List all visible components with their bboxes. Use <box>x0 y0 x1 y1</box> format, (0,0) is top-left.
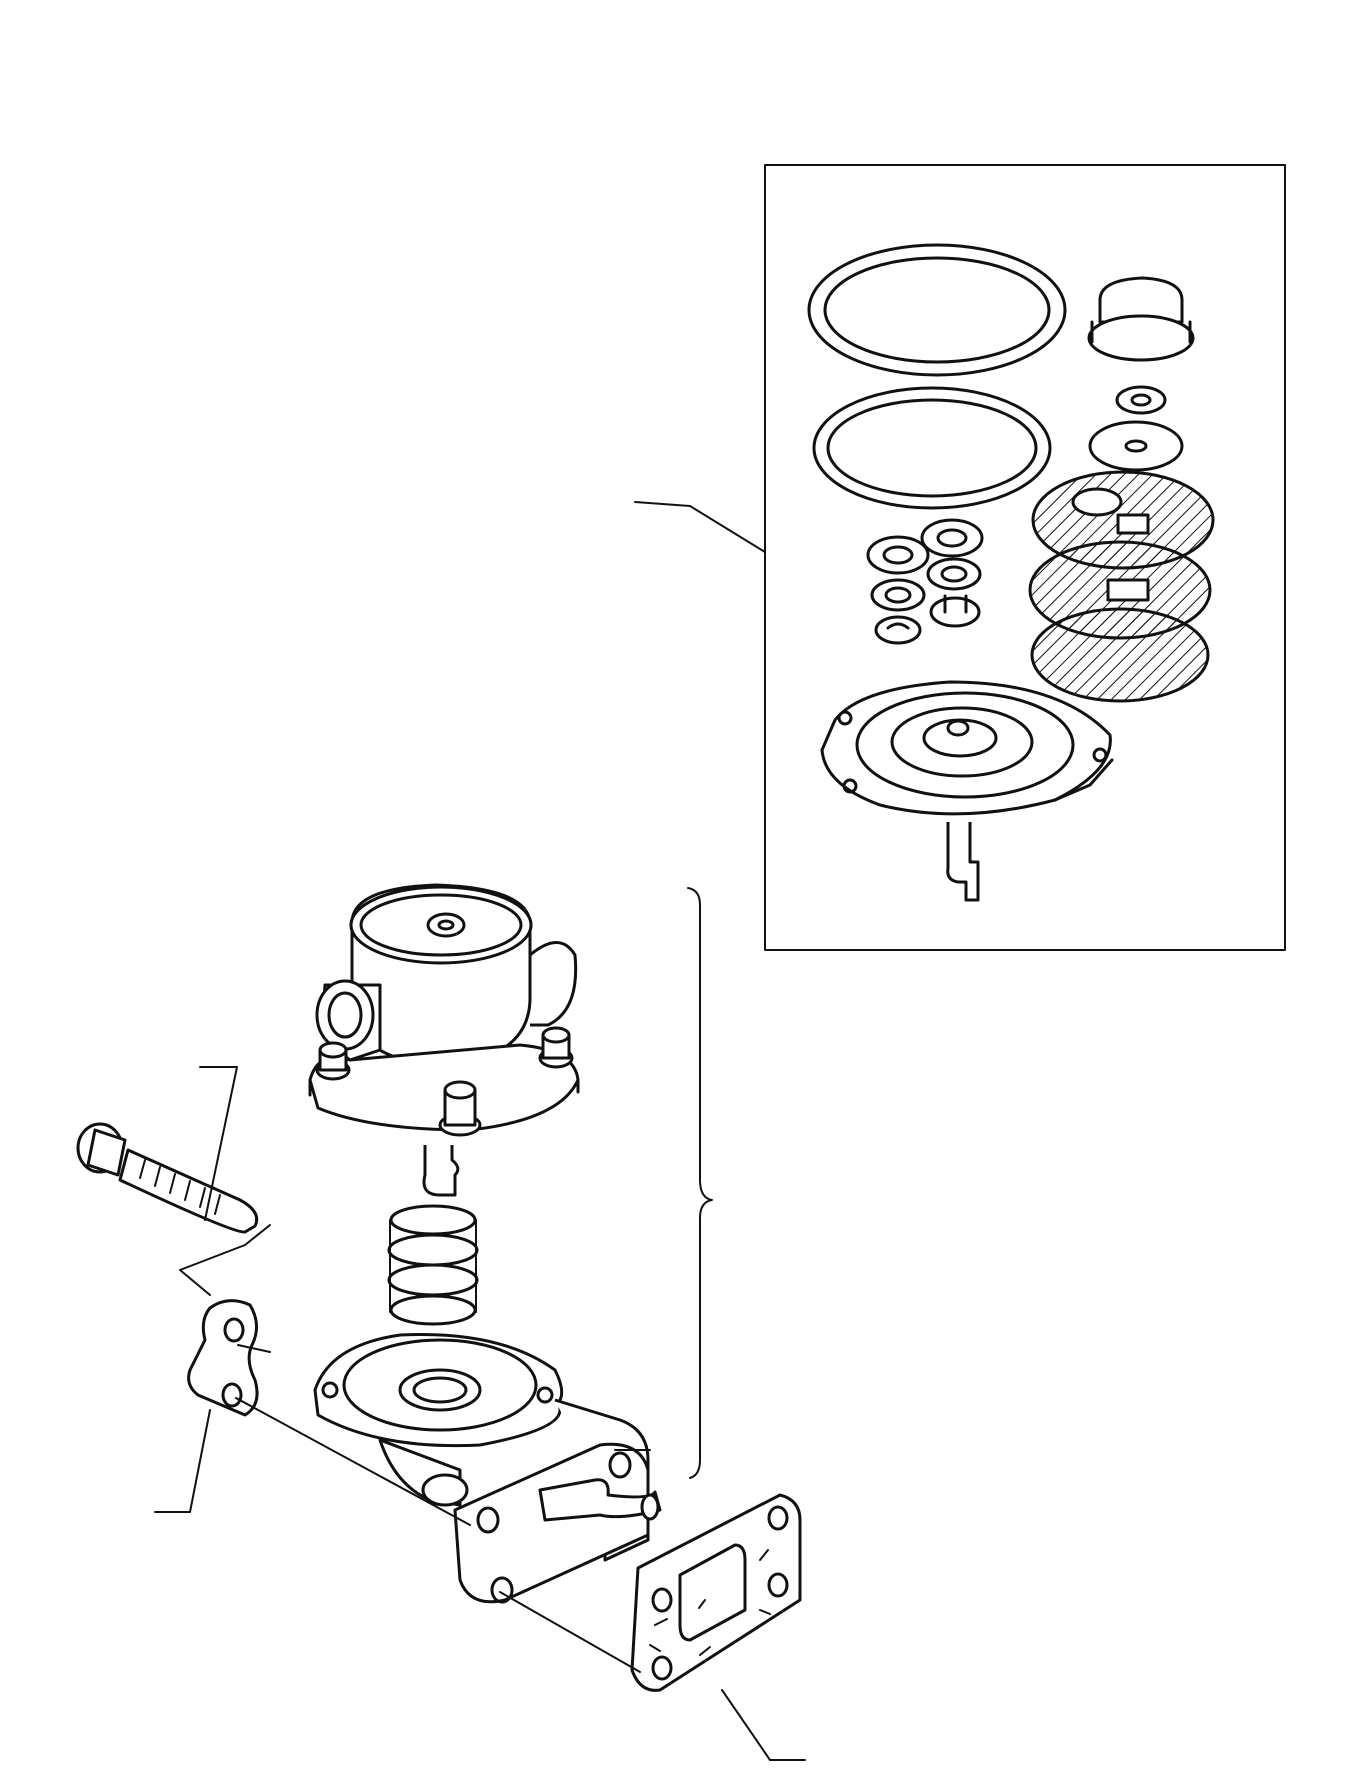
cover-screw-front <box>438 1080 482 1137</box>
inset-frame <box>764 164 1286 951</box>
valve-plate-lower <box>1030 607 1210 703</box>
assembly-brace <box>687 887 713 1479</box>
flange-gasket <box>630 1493 802 1692</box>
diaphragm <box>820 680 1114 902</box>
medium-o-ring <box>812 386 1052 510</box>
mounting-bolt <box>76 1122 259 1234</box>
bolt-plate <box>187 1299 259 1417</box>
cover-screw-left <box>315 1041 351 1081</box>
large-o-ring <box>807 243 1067 377</box>
leader-lines <box>154 1066 806 1761</box>
pump-body <box>313 1332 662 1604</box>
cover-screw-right <box>538 1026 574 1069</box>
leader-plate <box>154 1409 211 1513</box>
pump-cover <box>308 883 580 1197</box>
valve-cap <box>1087 276 1195 362</box>
small-washer <box>1115 385 1167 415</box>
leader-bolt <box>199 1066 238 1221</box>
leader-gasket <box>721 1689 806 1761</box>
valve-plate-upper <box>1031 470 1215 570</box>
inset-repair-kit <box>764 164 1286 951</box>
inset-leader-line <box>634 501 766 553</box>
valve-cluster <box>866 518 984 645</box>
alignment-lines <box>179 1224 651 1673</box>
diaphragm-spring <box>387 1204 479 1326</box>
slotted-disc <box>1088 420 1184 472</box>
